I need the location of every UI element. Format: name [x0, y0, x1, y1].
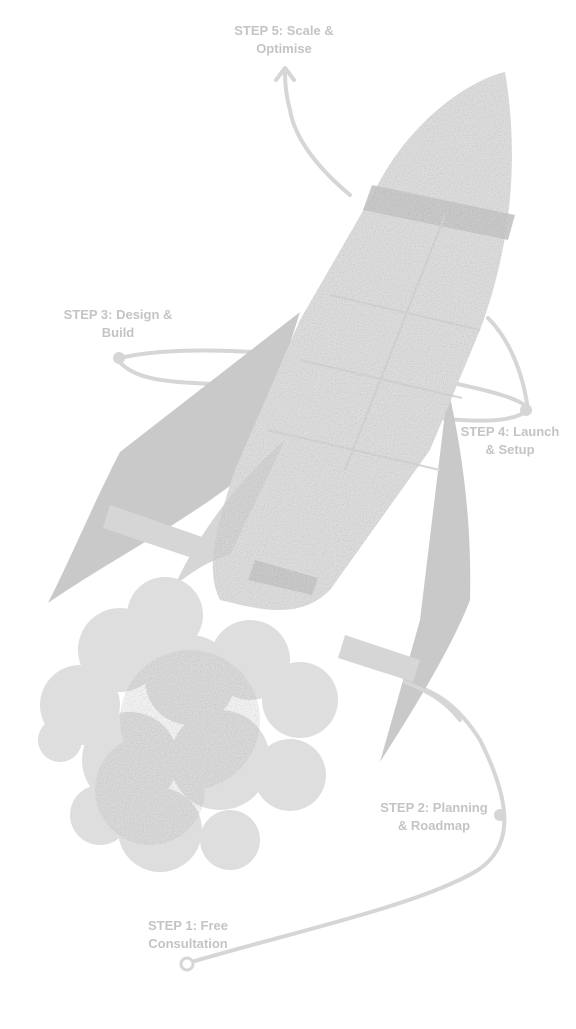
step-4-title: STEP 4: Launch	[460, 424, 560, 439]
journey-path-front	[403, 680, 462, 722]
step-4-label: STEP 4: Launch & Setup	[440, 423, 576, 459]
rocket-strut-left	[103, 505, 205, 560]
step-2-marker	[494, 809, 506, 821]
step-2-label: STEP 2: Planning & Roadmap	[364, 799, 504, 835]
rocket-strut-right	[338, 635, 420, 682]
exhaust-cloud-texture	[95, 650, 260, 845]
arrow-head-icon	[274, 66, 296, 82]
path-segment-1	[186, 680, 507, 965]
step-5-title: STEP 5: Scale &	[234, 23, 334, 38]
step-1-marker	[179, 956, 195, 972]
step-2-subtitle: & Roadmap	[397, 818, 471, 833]
step-2-title: STEP 2: Planning	[380, 800, 488, 815]
step-1-title: STEP 1: Free	[148, 918, 228, 933]
step-4-subtitle: & Setup	[485, 442, 535, 457]
rocket	[48, 72, 515, 762]
step-3-title: STEP 3: Design &	[63, 307, 173, 322]
path-segment-right	[486, 316, 530, 412]
step-4-marker	[520, 404, 532, 416]
step-3-label: STEP 3: Design & Build	[48, 306, 188, 342]
step-1-label: STEP 1: Free Consultation	[118, 917, 258, 953]
step-5-subtitle: Optimise	[256, 41, 312, 56]
step-5-label: STEP 5: Scale & Optimise	[214, 22, 354, 58]
step-3-subtitle: Build	[101, 325, 135, 340]
step-3-marker	[113, 352, 125, 364]
rocket-right-fin	[380, 388, 471, 762]
step-1-subtitle: Consultation	[148, 936, 228, 951]
path-segment-top	[283, 72, 352, 197]
